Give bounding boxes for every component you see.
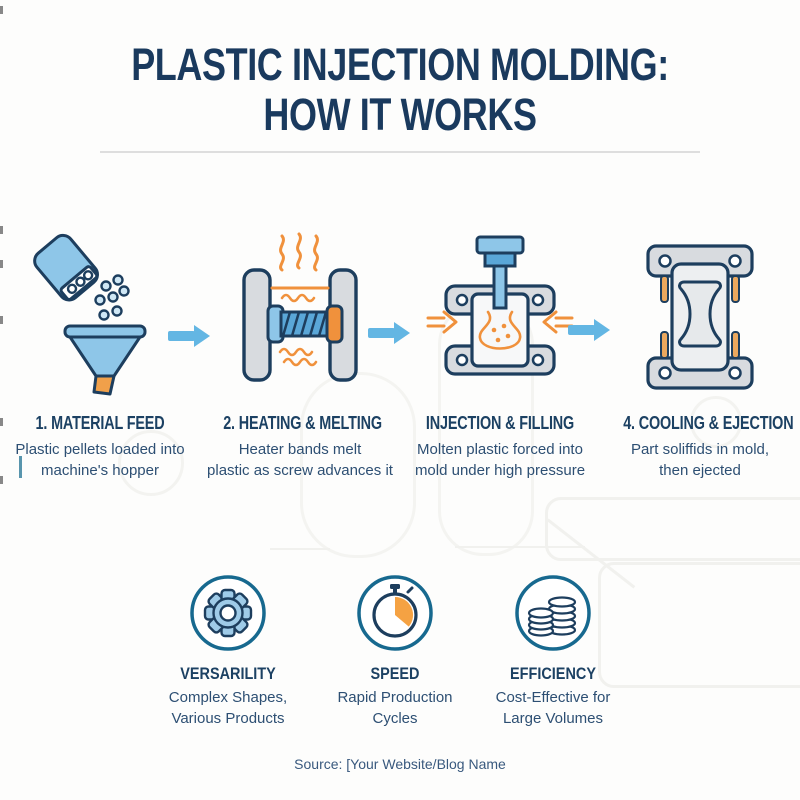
- benefit-versatility: VERSARILITY Complex Shapes, Various Prod…: [148, 568, 308, 729]
- flow-arrow-icon: [568, 319, 610, 341]
- step-description: Heater bands melt plastic as screw advan…: [204, 439, 396, 481]
- source-attribution: Source: [Your Website/Blog Name: [294, 756, 506, 772]
- benefit-description: Complex Shapes, Various Products: [148, 687, 308, 729]
- benefit-desc-line: Cycles: [372, 710, 418, 727]
- benefit-speed: SPEED Rapid Production Cycles: [315, 568, 475, 729]
- page-title-line1: PLASTIC INJECTION MOLDING:: [131, 39, 669, 90]
- step-injection-filling: INJECTION & FILLING Molten plastic force…: [404, 230, 596, 481]
- step-title: 4. COOLING & EJECTION: [623, 413, 794, 433]
- coin-stack-icon: [515, 575, 591, 651]
- step-desc-line: Plastic pellets loaded into: [15, 441, 185, 458]
- step-desc-line: Molten plastic forced into: [417, 441, 583, 458]
- step-title: INJECTION & FILLING: [425, 413, 575, 433]
- header-divider: [100, 151, 700, 153]
- flow-arrow-icon: [168, 325, 210, 347]
- benefit-desc-line: Cost-Effective for: [495, 689, 611, 706]
- step-desc-line: plastic as screw advances it: [207, 462, 393, 479]
- benefit-desc-line: Complex Shapes,: [168, 689, 288, 706]
- benefit-desc-line: Rapid Production: [337, 689, 453, 706]
- edge-mark: [0, 6, 3, 14]
- step-desc-line: Heater bands melt: [238, 441, 362, 458]
- step-cooling-ejection: 4. COOLING & EJECTION Part soliffids in …: [604, 230, 796, 481]
- heater-screw-icon: [242, 232, 358, 382]
- benefit-description: Rapid Production Cycles: [315, 687, 475, 729]
- page-title-line2: HOW IT WORKS: [263, 89, 537, 141]
- edge-mark: [0, 476, 3, 484]
- mold-ejection-icon: [646, 244, 754, 390]
- edge-mark: [0, 226, 3, 234]
- edge-mark: [19, 456, 22, 478]
- benefit-description: Cost-Effective for Large Volumes: [473, 687, 633, 729]
- step-title: 2. HEATING & MELTING: [223, 413, 382, 433]
- step-desc-line: machine's hopper: [41, 462, 159, 479]
- step-material-feed: 1. MATERIAL FEED Plastic pellets loaded …: [4, 230, 196, 481]
- stopwatch-icon: [357, 575, 433, 651]
- benefit-efficiency: EFFICIENCY Cost-Effective for Large Volu…: [473, 568, 633, 729]
- step-title: 1. MATERIAL FEED: [35, 413, 165, 433]
- benefit-desc-line: Various Products: [171, 710, 285, 727]
- step-heating-melting: 2. HEATING & MELTING Heater bands melt p…: [204, 230, 396, 481]
- benefit-title: SPEED: [370, 664, 420, 683]
- step-desc-line: mold under high pressure: [414, 462, 586, 479]
- edge-mark: [0, 418, 3, 426]
- background-watermark: [545, 497, 800, 561]
- gear-icon: [190, 575, 266, 651]
- flow-arrow-icon: [368, 322, 410, 344]
- step-description: Molten plastic forced into mold under hi…: [404, 439, 596, 481]
- step-description: Part soliffids in mold, then ejected: [604, 439, 796, 481]
- background-watermark: [270, 548, 330, 550]
- edge-mark: [0, 260, 3, 268]
- background-watermark: [455, 546, 585, 548]
- step-desc-line: Part soliffids in mold,: [630, 441, 770, 458]
- benefit-title: VERSARILITY: [180, 664, 276, 683]
- page-title: PLASTIC INJECTION MOLDING: HOW IT WORKS: [0, 39, 800, 141]
- hopper-feed-icon: [33, 233, 147, 396]
- step-desc-line: then ejected: [659, 462, 741, 479]
- mold-injection-icon: [426, 235, 574, 376]
- edge-mark: [0, 316, 3, 324]
- step-description: Plastic pellets loaded into machine's ho…: [4, 439, 196, 481]
- benefit-desc-line: Large Volumes: [502, 710, 604, 727]
- benefit-title: EFFICIENCY: [510, 664, 596, 683]
